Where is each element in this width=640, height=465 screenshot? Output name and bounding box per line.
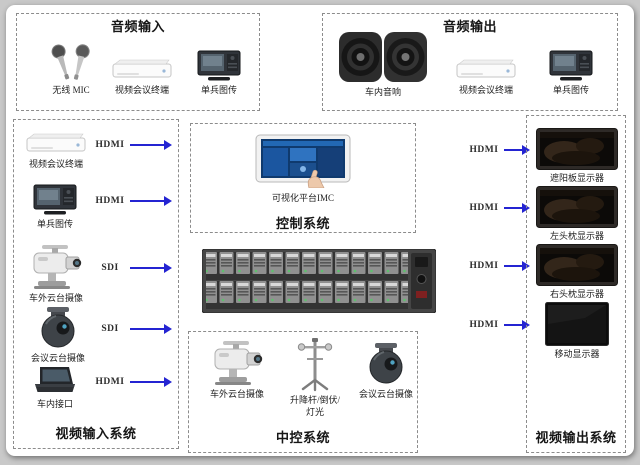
section-title-audio-input: 音频输入 xyxy=(110,19,165,34)
device-label: 车内接口 xyxy=(36,399,73,409)
device-conference-terminal: 视频会议终端 xyxy=(449,58,523,97)
connection-type-label: HDMI xyxy=(469,261,499,271)
video-conference-terminal-icon xyxy=(456,58,516,82)
ptz-camera-icon xyxy=(209,340,265,386)
av-matrix-rack-icon xyxy=(202,249,436,313)
section-title-video-output: 视频输出系统 xyxy=(535,430,617,445)
arrow-right-icon xyxy=(504,144,530,156)
monitor-icon xyxy=(536,128,618,170)
connection-video-input-5: HDMI xyxy=(94,375,173,389)
portable-video-transmitter-icon xyxy=(196,50,242,82)
control-system-section: 可视化平台IMC 控制系统 xyxy=(190,123,416,233)
device-conference-dome-camera: 会议云台摄像 xyxy=(355,342,417,401)
connection-type-label: HDMI xyxy=(95,140,125,150)
video-output-section: 遮阳板显示器 左头枕显示器 右头枕显示器 移动显示器 视频输出系统 xyxy=(526,115,626,453)
laptop-icon xyxy=(32,366,78,396)
ptz-camera-icon xyxy=(28,244,84,290)
audio-output-section: 音频输出 车内音响 视频会议终端 单兵图传 xyxy=(322,13,618,111)
arrow-right-icon xyxy=(130,323,172,335)
arrow-right-icon xyxy=(130,139,172,151)
device-label: 左头枕显示器 xyxy=(549,231,604,241)
touch-tablet-icon xyxy=(255,134,351,188)
device-label: 视频会议终端 xyxy=(114,85,169,95)
portable-video-transmitter-icon xyxy=(32,184,78,216)
device-left-headrest-monitor: 左头枕显示器 xyxy=(531,186,623,243)
connection-video-output-3: HDMI xyxy=(468,259,531,273)
connection-type-label: HDMI xyxy=(95,196,125,206)
video-input-section: 视频会议终端 单兵图传 车外云台摄像 会议云台摄像 车内接口 视频输入系统 xyxy=(13,119,179,449)
mast-pole-icon xyxy=(295,336,335,392)
device-mobile-monitor: 移动显示器 xyxy=(541,302,613,361)
arrow-right-icon xyxy=(504,202,530,214)
device-label: 移动显示器 xyxy=(554,349,600,359)
video-conference-terminal-icon xyxy=(112,58,172,82)
device-car-speakers: 车内音响 xyxy=(337,30,429,99)
arrow-right-icon xyxy=(504,260,530,272)
connection-video-input-3: SDI xyxy=(94,261,173,275)
connection-video-input-2: HDMI xyxy=(94,194,173,208)
device-label: 遮阳板显示器 xyxy=(549,173,604,183)
section-title-video-input: 视频输入系统 xyxy=(55,426,137,441)
connection-video-input-4: SDI xyxy=(94,322,173,336)
connection-type-label: SDI xyxy=(101,324,119,334)
device-conference-terminal: 视频会议终端 xyxy=(18,132,94,171)
connection-type-label: HDMI xyxy=(469,320,499,330)
device-label: 会议云台摄像 xyxy=(358,389,413,399)
connection-video-output-1: HDMI xyxy=(468,143,531,157)
device-label: 车外云台摄像 xyxy=(209,389,264,399)
central-control-section: 车外云台摄像 升降杆/倒伏/ 灯光 会议云台摄像 中控系统 xyxy=(188,331,418,453)
device-label: 单兵图传 xyxy=(200,85,237,95)
audio-input-section: 音频输入 无线 MIC 视频会议终端 单兵图传 xyxy=(16,13,260,111)
dome-camera-icon xyxy=(366,342,406,386)
monitor-icon xyxy=(536,186,618,228)
dome-camera-icon xyxy=(38,306,78,350)
connection-type-label: HDMI xyxy=(95,377,125,387)
connection-type-label: HDMI xyxy=(469,203,499,213)
device-label: 无线 MIC xyxy=(52,85,90,95)
device-label: 右头枕显示器 xyxy=(549,289,604,299)
section-title-control: 控制系统 xyxy=(275,215,330,231)
connection-type-label: SDI xyxy=(101,263,119,273)
device-exterior-ptz-camera: 车外云台摄像 xyxy=(201,340,273,401)
device-car-interface-laptop: 车内接口 xyxy=(22,366,88,411)
device-label: 升降杆/倒伏/ 灯光 xyxy=(289,395,340,417)
device-label: 视频会议终端 xyxy=(28,159,83,169)
device-right-headrest-monitor: 右头枕显示器 xyxy=(531,244,623,301)
arrow-right-icon xyxy=(130,376,172,388)
device-exterior-ptz-camera: 车外云台摄像 xyxy=(18,244,94,305)
section-title-audio-output: 音频输出 xyxy=(442,19,497,34)
portable-video-transmitter-icon xyxy=(548,50,594,82)
car-speakers-icon xyxy=(338,30,428,84)
device-conference-terminal: 视频会议终端 xyxy=(105,58,179,97)
arrow-right-icon xyxy=(130,262,172,274)
video-conference-terminal-icon xyxy=(26,132,86,156)
device-label: 单兵图传 xyxy=(36,219,73,229)
device-label: 车外云台摄像 xyxy=(28,293,83,303)
connection-video-output-2: HDMI xyxy=(468,201,531,215)
connection-type-label: HDMI xyxy=(469,145,499,155)
wireless-mic-icon xyxy=(48,42,94,82)
device-portable-transmitter: 单兵图传 xyxy=(185,50,253,97)
device-portable-transmitter: 单兵图传 xyxy=(22,184,88,231)
connection-video-output-4: HDMI xyxy=(468,318,531,332)
device-label: 单兵图传 xyxy=(552,85,589,95)
device-label: 车内音响 xyxy=(364,87,401,97)
monitor-icon xyxy=(536,244,618,286)
device-conference-dome-camera: 会议云台摄像 xyxy=(26,306,90,365)
diagram-panel: 音频输入 无线 MIC 视频会议终端 单兵图传 音频输出 车内音响 视频会议终端… xyxy=(6,5,634,456)
device-wireless-mic: 无线 MIC xyxy=(35,42,107,97)
device-label: 视频会议终端 xyxy=(458,85,513,95)
arrow-right-icon xyxy=(504,319,530,331)
section-title-central-control: 中控系统 xyxy=(275,430,330,445)
device-label: 会议云台摄像 xyxy=(30,353,85,363)
device-sunvisor-monitor: 遮阳板显示器 xyxy=(531,128,623,185)
connection-video-input-1: HDMI xyxy=(94,138,173,152)
device-mast-pole: 升降杆/倒伏/ 灯光 xyxy=(283,336,347,418)
device-label: 可视化平台IMC xyxy=(271,193,334,203)
arrow-right-icon xyxy=(130,195,172,207)
mobile-monitor-icon xyxy=(545,302,609,346)
device-portable-transmitter: 单兵图传 xyxy=(537,50,605,97)
